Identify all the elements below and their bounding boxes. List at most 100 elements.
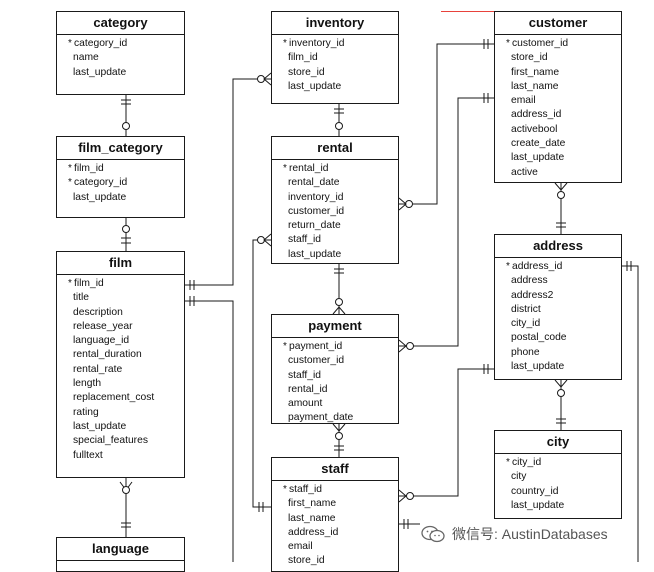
film-field-name: language_id	[73, 335, 130, 347]
film-field-name: description	[73, 306, 123, 318]
film-field-name: rental_rate	[73, 363, 123, 375]
staff-field-name: first_name	[288, 498, 337, 510]
city-field: country_id	[495, 485, 621, 499]
address-field: district	[495, 303, 621, 317]
rel-rental-staff	[252, 239, 271, 508]
staff-field: *staff_id	[272, 483, 398, 497]
rental-field-name: customer_id	[288, 205, 345, 217]
category-field-name: category_id	[74, 38, 128, 49]
staff-field: first_name	[272, 497, 398, 511]
entity-language: language	[56, 537, 185, 572]
film-field: rental_duration	[57, 348, 184, 362]
city-field-name: city_id	[512, 457, 542, 468]
watermark-text: 微信号: AustinDatabases	[452, 526, 608, 542]
rental-field-name: staff_id	[288, 234, 322, 246]
staff-field-name: address_id	[288, 526, 339, 538]
film-field-name: film_id	[74, 278, 104, 289]
watermark: 微信号: AustinDatabases	[420, 522, 612, 546]
customer-field: active	[495, 166, 621, 180]
rental-title: rental	[272, 137, 398, 160]
address-field: last_update	[495, 360, 621, 374]
address-field-name: address	[511, 275, 548, 287]
address-field: address	[495, 274, 621, 288]
primary-key-marker: *	[283, 38, 287, 49]
rental-field: *rental_id	[272, 162, 398, 176]
staff-field-name: staff_id	[289, 484, 323, 495]
film-field: rating	[57, 406, 184, 420]
film-field-name: fulltext	[73, 449, 103, 461]
film-category-field: *film_id	[57, 162, 184, 176]
city-field: *city_id	[495, 456, 621, 470]
customer-field: create_date	[495, 137, 621, 151]
customer-title: customer	[495, 12, 621, 35]
staff-field-name: store_id	[288, 555, 325, 567]
primary-key-marker: *	[283, 341, 287, 352]
payment-field-name: amount	[288, 398, 323, 410]
rental-field-name: last_update	[288, 248, 342, 260]
payment-field-name: payment_id	[289, 341, 343, 352]
customer-field-name: activebool	[511, 123, 558, 135]
film-category-field: *category_id	[57, 176, 184, 190]
film-category-field-name: film_id	[74, 163, 104, 174]
customer-field-name: store_id	[511, 52, 548, 64]
film-field: language_id	[57, 334, 184, 348]
address-field: phone	[495, 346, 621, 360]
city-title: city	[495, 431, 621, 454]
film-field: length	[57, 377, 184, 391]
inventory-field-name: film_id	[288, 52, 318, 64]
film-field-name: rating	[73, 406, 99, 418]
address-field-name: last_update	[511, 361, 565, 373]
customer-field-name: customer_id	[512, 38, 569, 49]
payment-field-name: staff_id	[288, 369, 322, 381]
customer-field-name: last_name	[511, 80, 559, 92]
customer-field: email	[495, 94, 621, 108]
address-field: address2	[495, 289, 621, 303]
customer-field-name: address_id	[511, 109, 562, 121]
rel-film-inventory	[185, 78, 271, 286]
primary-key-marker: *	[68, 163, 72, 174]
film-category-field: last_update	[57, 191, 184, 205]
city-field-name: city	[511, 471, 527, 483]
address-field-name: address2	[511, 289, 554, 301]
address-field: city_id	[495, 317, 621, 331]
inventory-field: *inventory_id	[272, 37, 398, 51]
staff-field: email	[272, 540, 398, 554]
city-field: city	[495, 470, 621, 484]
rental-field: last_update	[272, 248, 398, 262]
film-field: fulltext	[57, 449, 184, 463]
rental-field: customer_id	[272, 205, 398, 219]
payment-field: amount	[272, 397, 398, 411]
film-category-title: film_category	[57, 137, 184, 160]
primary-key-marker: *	[68, 278, 72, 289]
address-title: address	[495, 235, 621, 258]
primary-key-marker: *	[506, 261, 510, 272]
category-field-name: last_update	[73, 66, 127, 78]
film-category-field-name: category_id	[74, 177, 128, 189]
customer-field: last_name	[495, 80, 621, 94]
category-field: *category_id	[57, 37, 184, 51]
staff-field: address_id	[272, 526, 398, 540]
rental-field-name: rental_date	[288, 177, 340, 189]
address-field-name: address_id	[512, 261, 563, 272]
inventory-title: inventory	[272, 12, 398, 35]
inventory-field-name: inventory_id	[289, 38, 345, 49]
film-category-field-name: last_update	[73, 191, 127, 203]
address-field: *address_id	[495, 260, 621, 274]
payment-field-name: payment_date	[288, 412, 354, 424]
payment-title: payment	[272, 315, 398, 338]
rel-address-staff	[399, 368, 494, 497]
rel-customer-payment	[399, 97, 494, 347]
staff-field-name: last_name	[288, 512, 336, 524]
film-field-name: special_features	[73, 435, 148, 447]
primary-key-marker: *	[68, 38, 72, 49]
address-field-name: phone	[511, 346, 540, 358]
